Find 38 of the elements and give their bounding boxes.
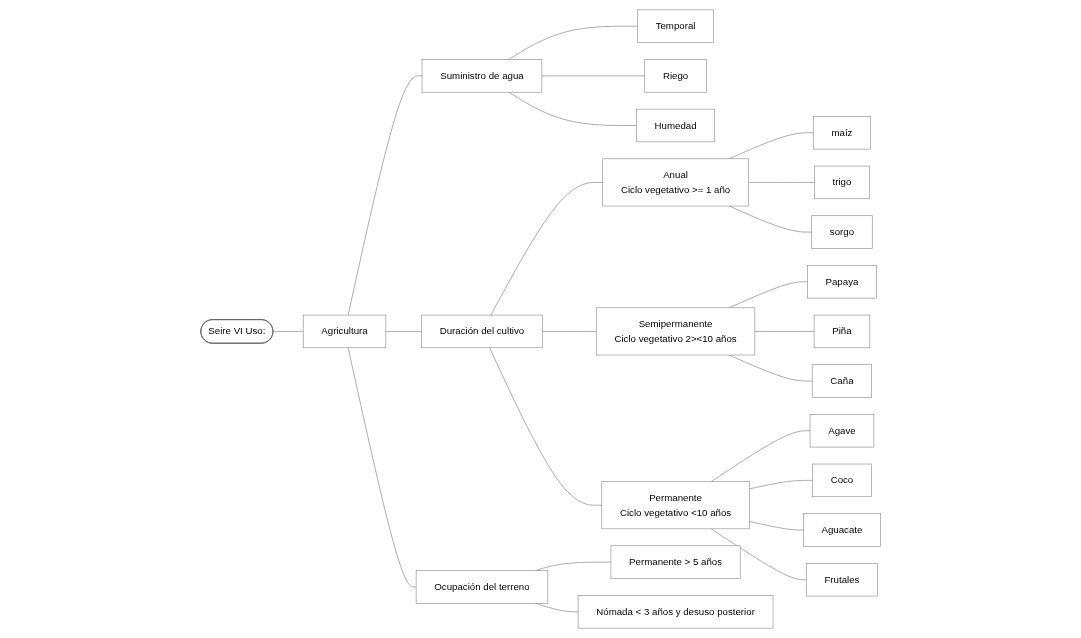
connector — [272, 331, 304, 332]
connector — [489, 347, 602, 506]
connector — [710, 528, 807, 580]
node-box: Permanente > 5 años — [610, 545, 741, 579]
node-box: Agave — [809, 414, 874, 448]
connector — [385, 331, 422, 332]
connector — [541, 331, 597, 332]
connector — [748, 521, 804, 531]
node-box: Piña — [813, 314, 870, 349]
connector — [541, 75, 645, 77]
node-box: Coco — [811, 463, 872, 498]
connector — [508, 91, 637, 126]
node-box: Caña — [811, 364, 872, 398]
connector — [490, 182, 603, 316]
node-box: Humedad — [635, 108, 715, 143]
connector — [754, 331, 815, 332]
node-box: Ocupación del terreno — [415, 570, 548, 604]
connector — [748, 480, 813, 490]
node-box: Temporal — [636, 9, 714, 43]
node-box: Permanente Ciclo vegetativo <10 años — [601, 481, 750, 530]
node-box: sorgo — [811, 215, 873, 249]
connector — [747, 182, 815, 183]
node-box: Anual Ciclo vegetativo >= 1 año — [602, 158, 749, 207]
node-box: Riego — [644, 59, 707, 93]
node-box: trigo — [813, 165, 870, 200]
connector — [508, 25, 638, 60]
connector — [347, 347, 417, 588]
node-box: Aguacate — [802, 513, 881, 547]
node-box: Suministro de agua — [421, 59, 542, 93]
node-box: Agricultura — [302, 314, 386, 349]
connector — [347, 75, 423, 316]
node-box: Frutales — [805, 563, 878, 597]
node-box: maíz — [812, 116, 871, 150]
connector — [710, 430, 811, 482]
node-box: Papaya — [806, 265, 877, 299]
node-box: Duración del cultivo — [421, 314, 543, 349]
node-box: Semipermanente Ciclo vegetativo 2><10 años — [595, 307, 755, 356]
node-box: Nómada < 3 años y desuso posterior — [577, 595, 774, 629]
